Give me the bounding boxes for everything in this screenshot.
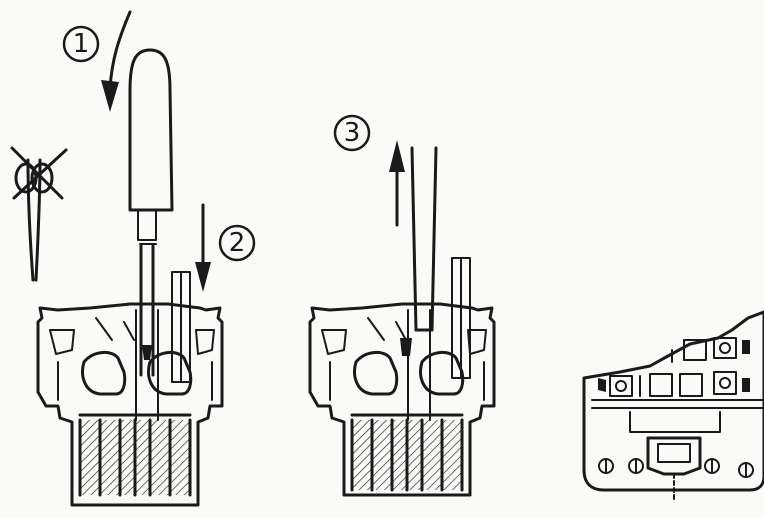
step-2-marker: 2 — [218, 224, 256, 262]
step-1-marker: 1 — [62, 25, 100, 63]
crossed-out-pliers-icon — [10, 146, 68, 282]
step-3-arrow — [389, 140, 405, 227]
step-3-marker: 3 — [333, 114, 371, 152]
contact-pin-left — [171, 271, 191, 383]
connector-housing-left — [36, 302, 224, 507]
step-2-arrow — [195, 203, 211, 292]
top-view-cavity-row — [598, 337, 750, 397]
step-1-circle — [62, 25, 100, 63]
connector-top-view — [582, 310, 764, 501]
step-3-number: 3 — [344, 118, 361, 148]
step-1-arrow — [101, 10, 132, 112]
connector-housing-middle — [308, 302, 496, 497]
top-view-mounting-holes — [598, 458, 754, 478]
step-3-circle — [333, 114, 371, 152]
step-1-number: 1 — [73, 29, 90, 59]
contact-pin-right — [451, 257, 471, 379]
step-2-number: 2 — [229, 228, 246, 258]
top-view-latch — [629, 411, 721, 501]
step-2-circle — [218, 224, 256, 262]
screwdriver-icon — [128, 48, 174, 377]
